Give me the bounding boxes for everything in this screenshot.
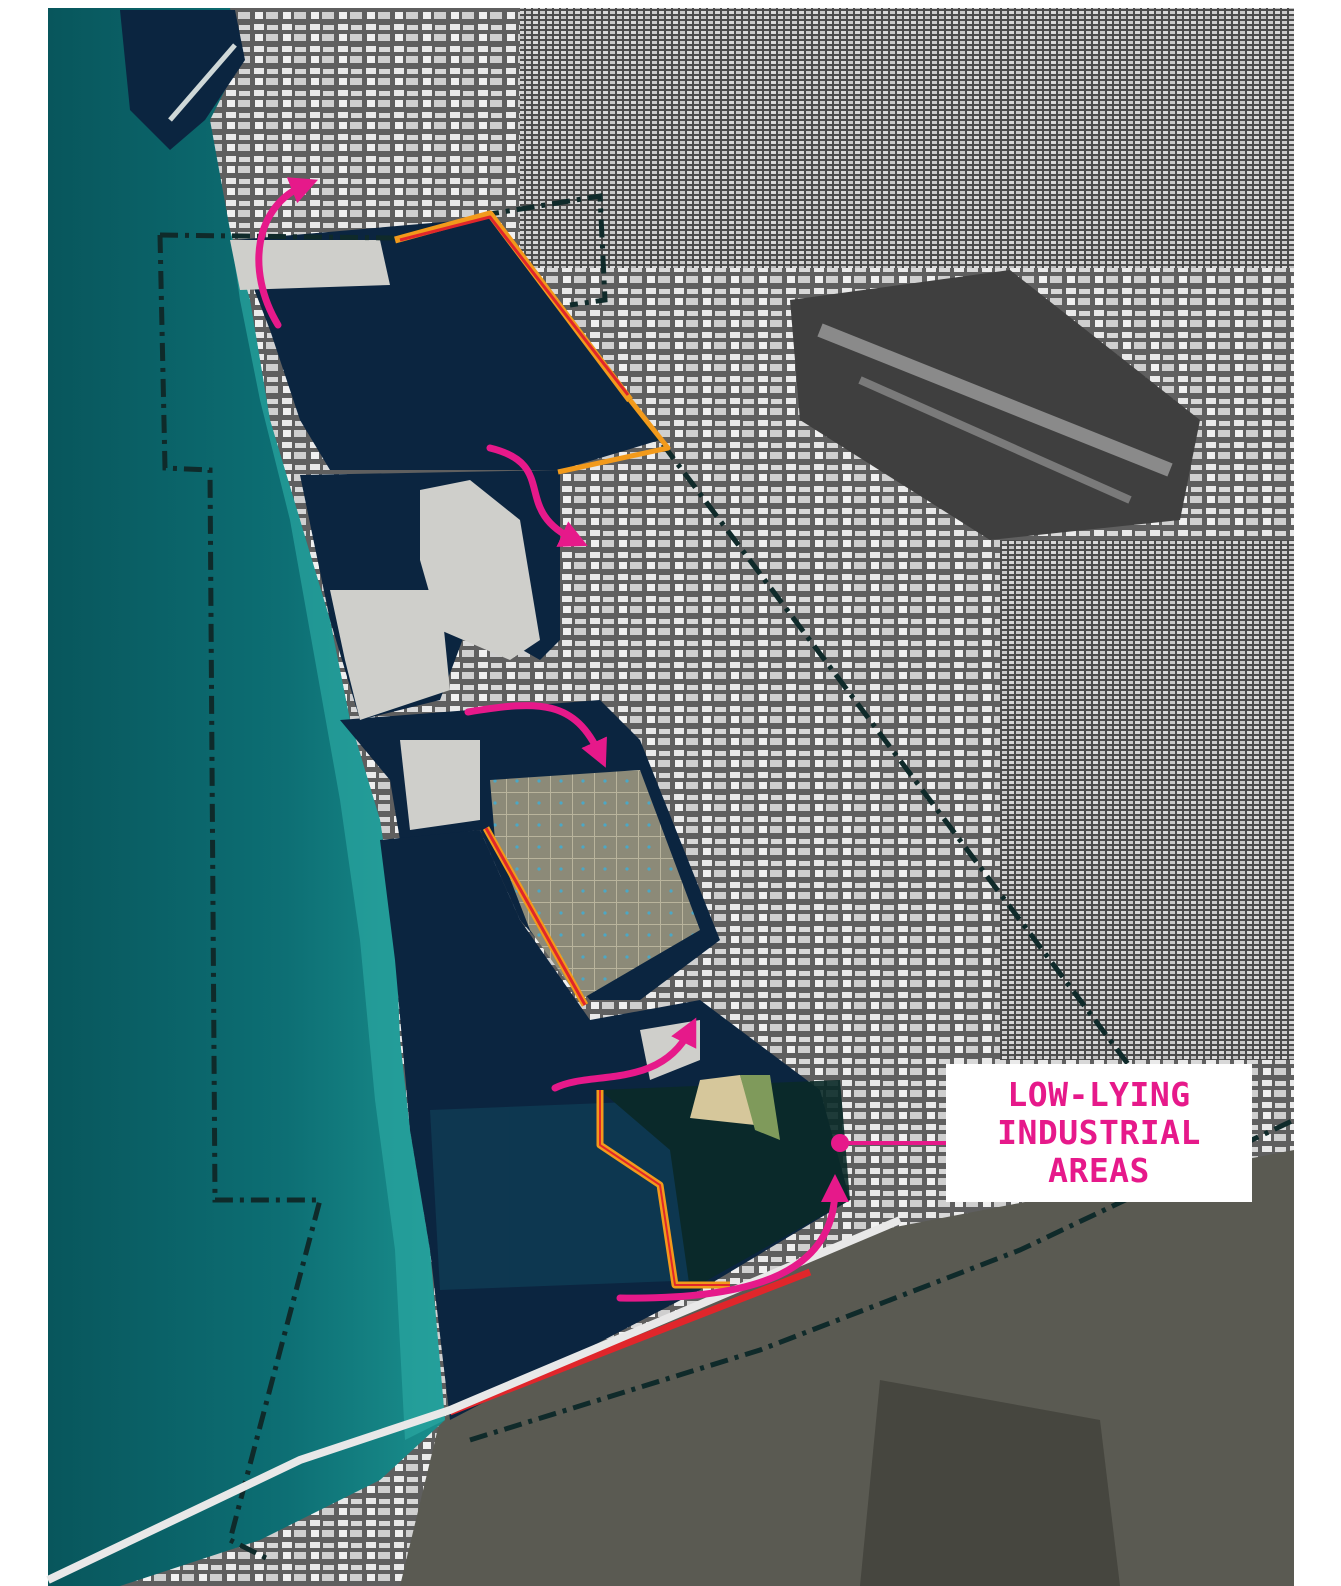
callout-dot-icon (831, 1134, 849, 1152)
flow-arrow-icon (551, 1017, 697, 1092)
flow-arrow-icon (616, 1174, 849, 1302)
callout-label: LOW-LYING INDUSTRIAL AREAS (997, 1076, 1201, 1190)
callout-line-2: INDUSTRIAL (997, 1113, 1201, 1152)
tidal-ponds (430, 1080, 850, 1290)
causeway-north (168, 43, 237, 122)
flow-arrows (255, 177, 849, 1302)
flow-arrow-icon (255, 177, 318, 329)
levee-lines (394, 210, 812, 1416)
flow-arrow-icon (486, 444, 588, 547)
flow-arrow-icon (464, 702, 607, 768)
callout-line-1: LOW-LYING (1007, 1075, 1191, 1114)
pasture-parcel-2 (740, 1075, 780, 1140)
shore-shallows (230, 230, 445, 1440)
salt-flats (230, 240, 700, 1080)
gridded-site (490, 770, 700, 1000)
low-lying-industrial-callout: LOW-LYING INDUSTRIAL AREAS (946, 1064, 1252, 1202)
bay-water (48, 8, 445, 1586)
callout-line-3: AREAS (1048, 1151, 1150, 1190)
bridge (46, 1216, 902, 1584)
pasture-parcel (690, 1075, 755, 1125)
